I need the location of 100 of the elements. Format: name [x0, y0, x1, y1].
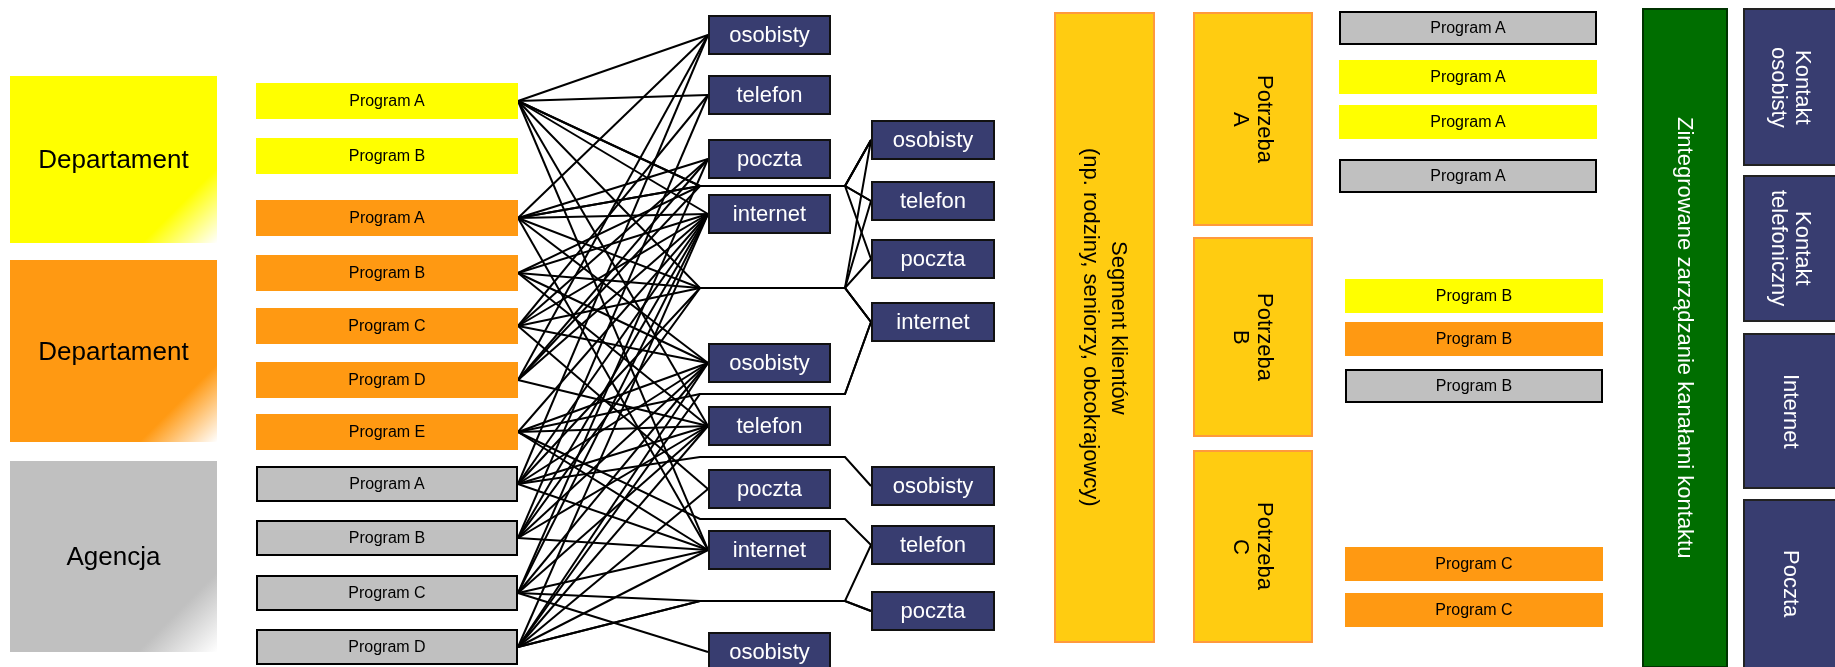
box-label: Potrzeba B: [1228, 292, 1278, 382]
program-box: [1345, 369, 1603, 403]
box-label: Program A: [1430, 19, 1506, 37]
box-label: poczta: [737, 146, 802, 172]
program-box: [1339, 11, 1597, 45]
contact-channel-box: [1743, 499, 1835, 667]
box-label: Kontakt osobisty: [1766, 46, 1815, 128]
program-box: [1345, 322, 1603, 356]
program-box: [256, 255, 518, 291]
box-label: osobisty: [892, 127, 974, 153]
channel-box: [708, 139, 831, 179]
box-label: Departament: [38, 336, 189, 366]
box-label: Program D: [348, 638, 426, 656]
box-label: Agencja: [66, 542, 161, 571]
connector-line: [517, 325, 709, 490]
department-box: [10, 76, 217, 243]
connector-line: [517, 34, 709, 102]
channel-box: [871, 181, 995, 221]
department-box: [10, 461, 217, 652]
channel-box: [708, 75, 831, 115]
need-box: [1193, 450, 1313, 643]
contact-channel-box: [1743, 8, 1835, 166]
program-box: [256, 414, 518, 450]
channel-box: [871, 525, 995, 565]
need-box: [1193, 237, 1313, 437]
program-box: [256, 200, 518, 236]
program-box: [1345, 279, 1603, 313]
program-box: [256, 466, 518, 502]
box-label: internet: [896, 309, 970, 335]
channel-box: [871, 591, 995, 631]
connector-line: [517, 600, 872, 648]
channel-box: [708, 632, 831, 667]
channel-box: [708, 530, 831, 570]
connector-line: [517, 379, 709, 427]
program-box: [1339, 159, 1597, 193]
box-label: telefon: [899, 532, 967, 558]
box-label: Departament: [38, 145, 189, 174]
contact-channel-box: [1743, 333, 1835, 489]
program-box: [1345, 547, 1603, 581]
box-label: Program C: [1435, 601, 1513, 619]
box-label: Program C: [348, 584, 426, 602]
program-box: [256, 629, 518, 665]
box-label: (np. rodziny, seniorzy, obcokrajowcy): [1078, 148, 1103, 507]
box-label: Program A: [1430, 68, 1506, 86]
box-label: osobisty: [729, 350, 810, 376]
connector-line: [517, 431, 872, 546]
program-box: [256, 138, 518, 174]
box-label: Program B: [1435, 330, 1513, 348]
box-label: Program C: [1435, 555, 1513, 573]
box-label: Program B: [348, 264, 426, 282]
box-label: Segment klientów: [1106, 240, 1131, 415]
program-box: [256, 308, 518, 344]
program-box: [256, 83, 518, 119]
channel-box: [871, 302, 995, 342]
connector-line: [517, 549, 709, 594]
channel-box: [871, 466, 995, 506]
channel-box: [708, 469, 831, 509]
connector-line: [517, 592, 709, 653]
connector-line: [517, 287, 872, 327]
program-box: [1339, 105, 1597, 139]
box-label: internet: [732, 201, 807, 227]
channel-box: [708, 194, 831, 234]
channel-box: [708, 406, 831, 446]
department-box: [10, 260, 217, 442]
box-label: Potrzeba C: [1228, 502, 1278, 591]
connector-line: [517, 158, 709, 219]
box-label: poczta: [900, 246, 966, 272]
segment-band: [1054, 12, 1155, 643]
channel-box: [871, 239, 995, 279]
box-label: Internet: [1778, 373, 1803, 449]
contact-channel-box: [1743, 175, 1835, 322]
channel-box: [708, 15, 831, 55]
box-label: Program A: [1430, 167, 1506, 185]
connector-line: [517, 139, 872, 485]
program-box: [1345, 593, 1603, 627]
box-label: Program A: [349, 475, 425, 493]
connector-line: [517, 139, 872, 381]
program-box: [256, 575, 518, 611]
connector-line: [517, 362, 709, 433]
need-box: [1193, 12, 1313, 226]
box-label: Kontakt telefoniczny: [1766, 190, 1815, 307]
box-label: internet: [732, 537, 807, 563]
box-label: Program B: [348, 147, 426, 165]
connector-line: [517, 272, 709, 427]
box-label: osobisty: [729, 639, 810, 665]
box-label: Potrzeba A: [1228, 74, 1278, 164]
program-box: [256, 362, 518, 398]
box-label: osobisty: [729, 22, 810, 48]
channel-box: [871, 120, 995, 160]
box-label: Poczta: [1778, 550, 1803, 618]
connector-line: [517, 34, 709, 219]
box-label: poczta: [900, 598, 966, 624]
channel-box: [708, 343, 831, 383]
program-box: [256, 520, 518, 556]
box-label: Program D: [348, 371, 426, 389]
box-label: Zintegrowane zarządzanie kanałami kontaktu: [1672, 116, 1698, 561]
program-box: [1339, 60, 1597, 94]
box-label: Program E: [348, 423, 426, 441]
box-label: Program B: [1435, 377, 1513, 395]
integrated-management-band: [1642, 8, 1728, 667]
